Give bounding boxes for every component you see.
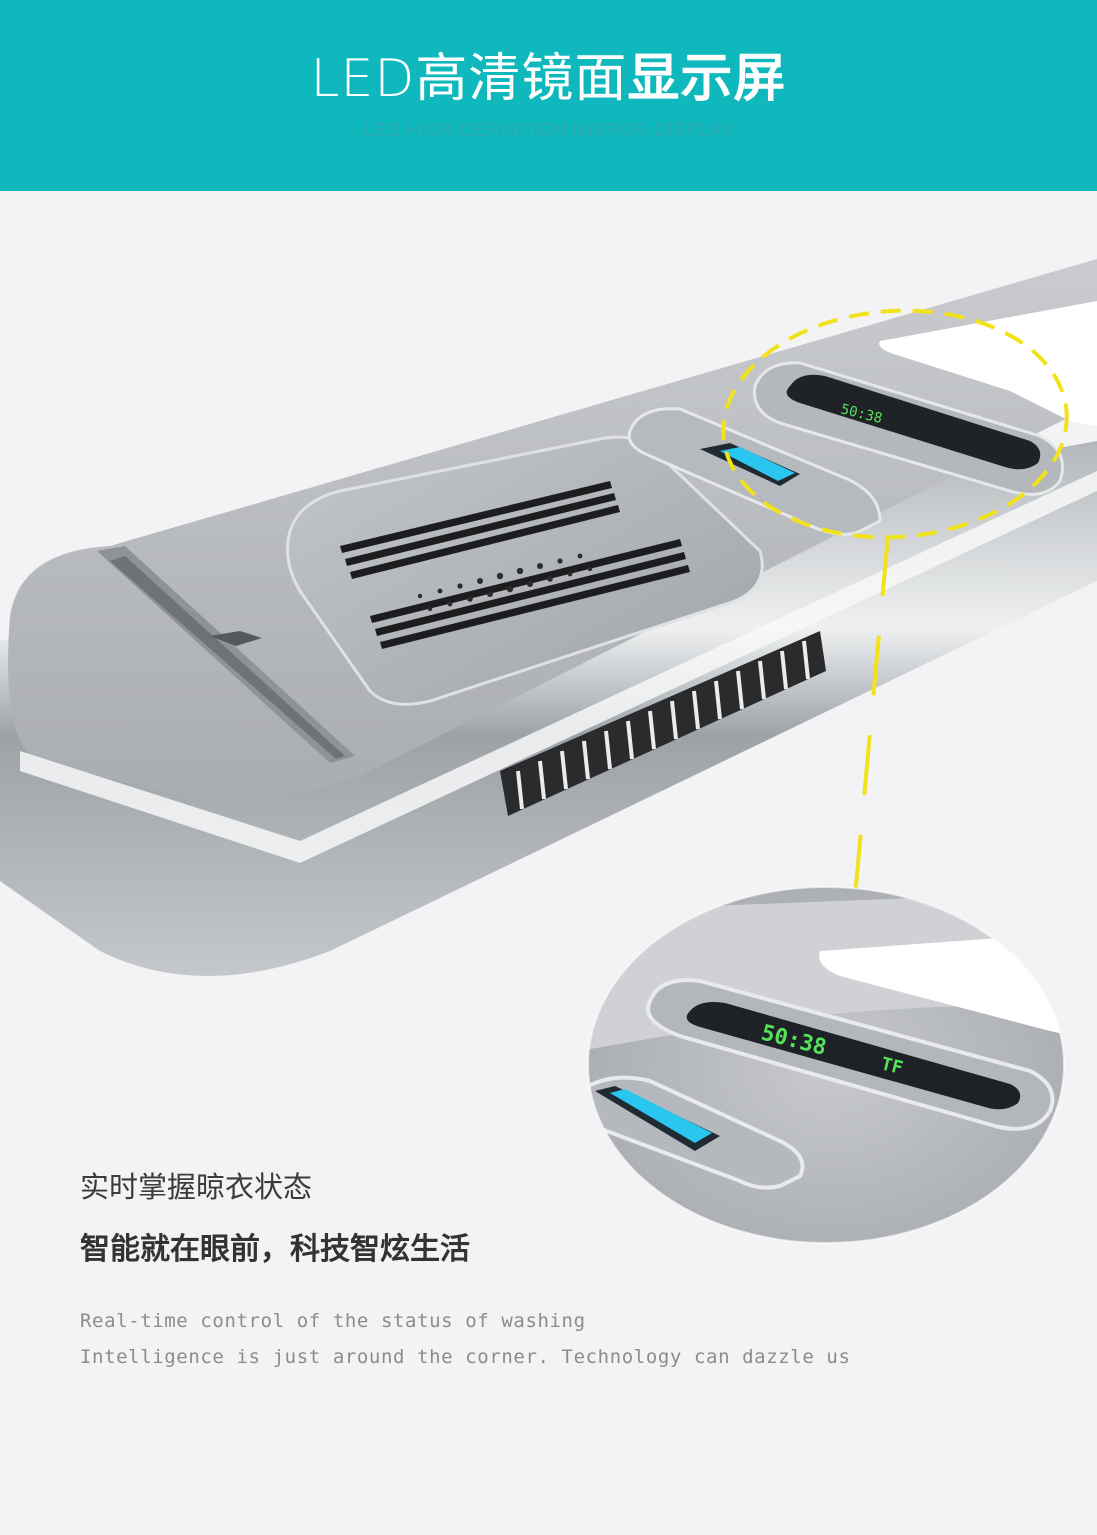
device-body: 50:38 <box>0 259 1097 976</box>
zoom-inset: 50:38 TF <box>588 887 1064 1243</box>
title-bold: 显示屏 <box>627 49 787 109</box>
product-illustration: 50:38 50:38 TF <box>0 259 1097 1244</box>
highlight-circle <box>721 308 1069 540</box>
header-banner: LED高清镜面显示屏 LED HIGH-DEFINITION MIRROR DI… <box>0 0 1097 191</box>
feature-heading: 实时掌握晾衣状态 <box>80 1170 313 1204</box>
vent-slots <box>340 481 690 649</box>
leader-line <box>848 535 890 952</box>
page-subtitle: LED HIGH-DEFINITION MIRROR DISPLAY <box>364 120 733 140</box>
feature-tagline-en: Intelligence is just around the corner. … <box>80 1346 851 1368</box>
side-vents <box>500 631 826 816</box>
page-title: LED高清镜面显示屏 <box>0 44 1097 114</box>
title-light: LED高清镜面 <box>310 49 628 109</box>
feature-heading-en: Real-time control of the status of washi… <box>80 1310 586 1332</box>
vent-dots <box>417 553 593 612</box>
feature-tagline: 智能就在眼前，科技智炫生活 <box>80 1232 470 1267</box>
display-unit: TF <box>879 1053 905 1079</box>
